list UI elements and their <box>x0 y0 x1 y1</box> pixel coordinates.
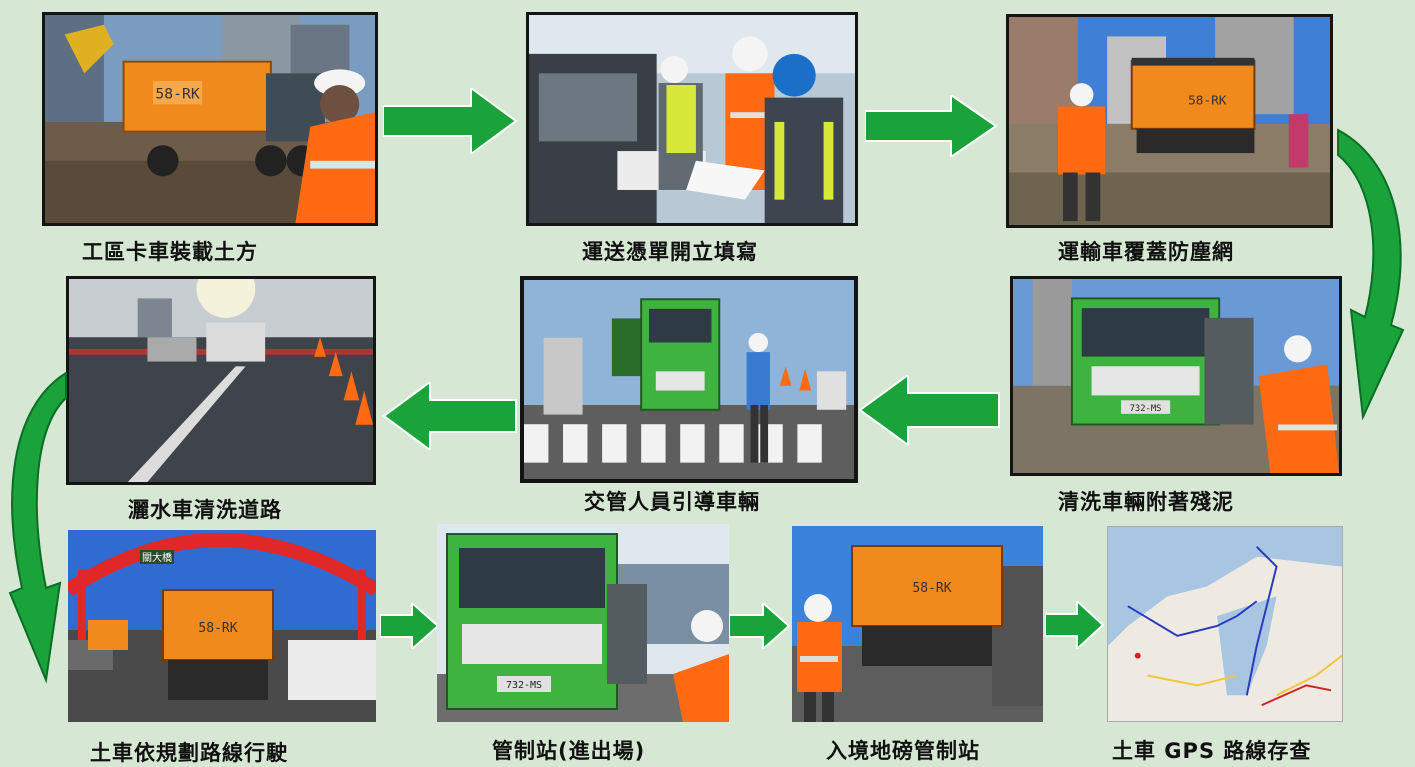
weigh-station-image: 58-RK <box>792 526 1043 722</box>
plate-text: 732-MS <box>506 680 542 691</box>
plate-text: 58-RK <box>912 581 951 596</box>
right-arrow-icon <box>865 95 998 157</box>
curved-arrow-left <box>0 368 70 688</box>
arrow-left-1 <box>858 375 1001 445</box>
caption-gps: 土車 GPS 路線存查 <box>1112 739 1312 763</box>
caption-traffic-guide: 交管人員引導車輛 <box>584 490 760 514</box>
photo-gps-map <box>1107 526 1343 722</box>
arrow-right-3 <box>380 603 440 649</box>
plate-text: 58-RK <box>1188 93 1227 108</box>
plate-text: 732-MS <box>1130 404 1162 414</box>
truck-loading-image: 58-RK <box>45 15 375 223</box>
caption-checkpoint: 管制站(進出場) <box>492 739 646 763</box>
caption-load-soil: 工區卡車裝載土方 <box>82 240 258 264</box>
photo-fill-slip <box>526 12 858 226</box>
right-arrow-icon <box>1045 601 1105 649</box>
photo-sprinkler <box>66 276 376 485</box>
photo-wash-mud: 732-MS <box>1010 276 1342 476</box>
arrow-left-2 <box>382 382 518 450</box>
left-arrow-icon <box>382 382 517 450</box>
sprinkler-image <box>69 279 373 482</box>
right-arrow-icon <box>383 88 518 154</box>
caption-sprinkler: 灑水車清洗道路 <box>128 498 282 522</box>
photo-route: 關大橋 58-RK <box>68 530 376 722</box>
route-image: 關大橋 58-RK <box>68 530 376 722</box>
curved-arrow-down-icon <box>1337 128 1405 421</box>
caption-cover-net: 運輸車覆蓋防塵網 <box>1058 240 1234 264</box>
arrow-right-2 <box>865 95 998 157</box>
curved-arrow-down-icon <box>8 371 67 684</box>
photo-truck-loading: 58-RK <box>42 12 378 226</box>
caption-wash-mud: 清洗車輛附著殘泥 <box>1058 490 1234 514</box>
checkpoint-image: 732-MS <box>437 524 729 722</box>
caption-route: 土車依規劃路線行駛 <box>90 741 288 765</box>
plate-text: 58-RK <box>198 621 237 636</box>
fill-slip-image <box>529 15 855 223</box>
traffic-guide-image <box>524 280 854 479</box>
photo-weigh-station: 58-RK <box>792 526 1043 722</box>
caption-fill-slip: 運送憑單開立填寫 <box>582 240 758 264</box>
photo-cover-net: 58-RK <box>1006 14 1333 228</box>
wash-mud-image: 732-MS <box>1013 279 1339 473</box>
bridge-sign-text: 關大橋 <box>142 551 172 564</box>
curved-arrow-right <box>1333 125 1415 425</box>
photo-checkpoint: 732-MS <box>437 524 729 722</box>
plate-text: 58-RK <box>155 86 199 103</box>
caption-weigh-station: 入境地磅管制站 <box>826 739 980 763</box>
right-arrow-icon <box>380 603 440 649</box>
gps-map-image <box>1108 527 1342 721</box>
cover-net-image: 58-RK <box>1009 17 1330 225</box>
arrow-right-4 <box>729 603 791 649</box>
right-arrow-icon <box>729 603 791 649</box>
arrow-right-1 <box>383 88 518 154</box>
arrow-right-5 <box>1045 601 1105 649</box>
left-arrow-icon <box>858 375 1000 445</box>
photo-traffic-guide <box>520 276 858 483</box>
